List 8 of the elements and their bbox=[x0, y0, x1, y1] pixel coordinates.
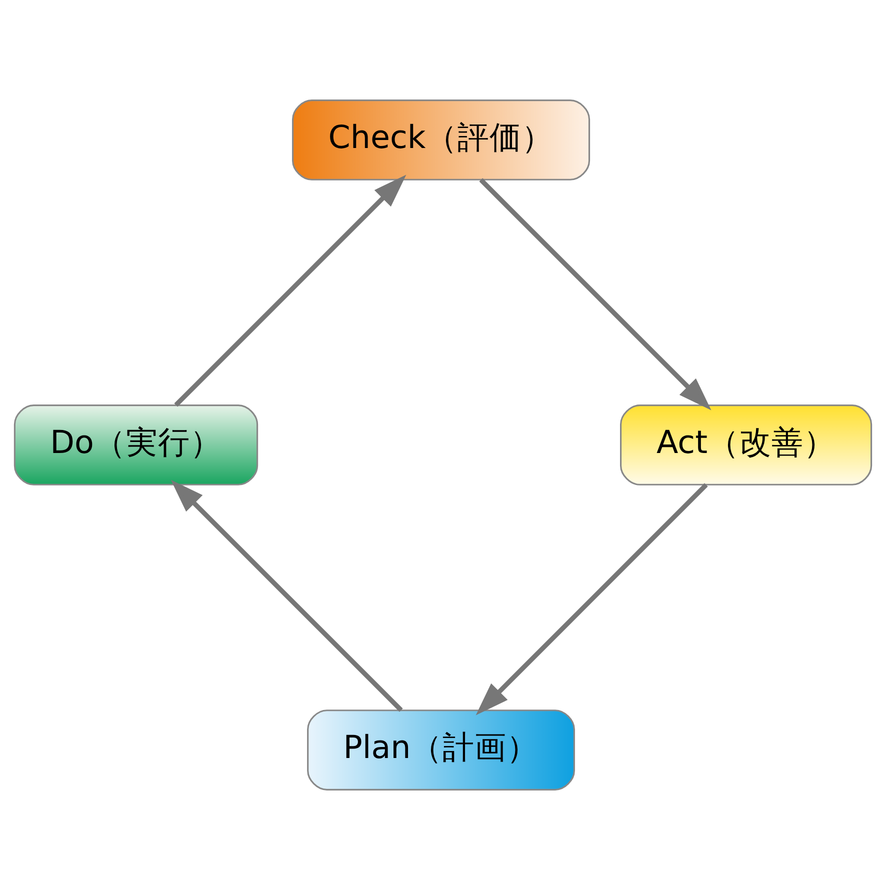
arrow bbox=[479, 178, 712, 410]
arrow bbox=[476, 482, 708, 715]
node-box: Act（改善） bbox=[620, 404, 872, 485]
arrow bbox=[170, 479, 403, 712]
node-box: Do（実行） bbox=[14, 404, 258, 485]
node-box: Check（評価） bbox=[292, 99, 590, 180]
arrow bbox=[174, 174, 406, 406]
node-box: Plan（計画） bbox=[307, 709, 575, 790]
